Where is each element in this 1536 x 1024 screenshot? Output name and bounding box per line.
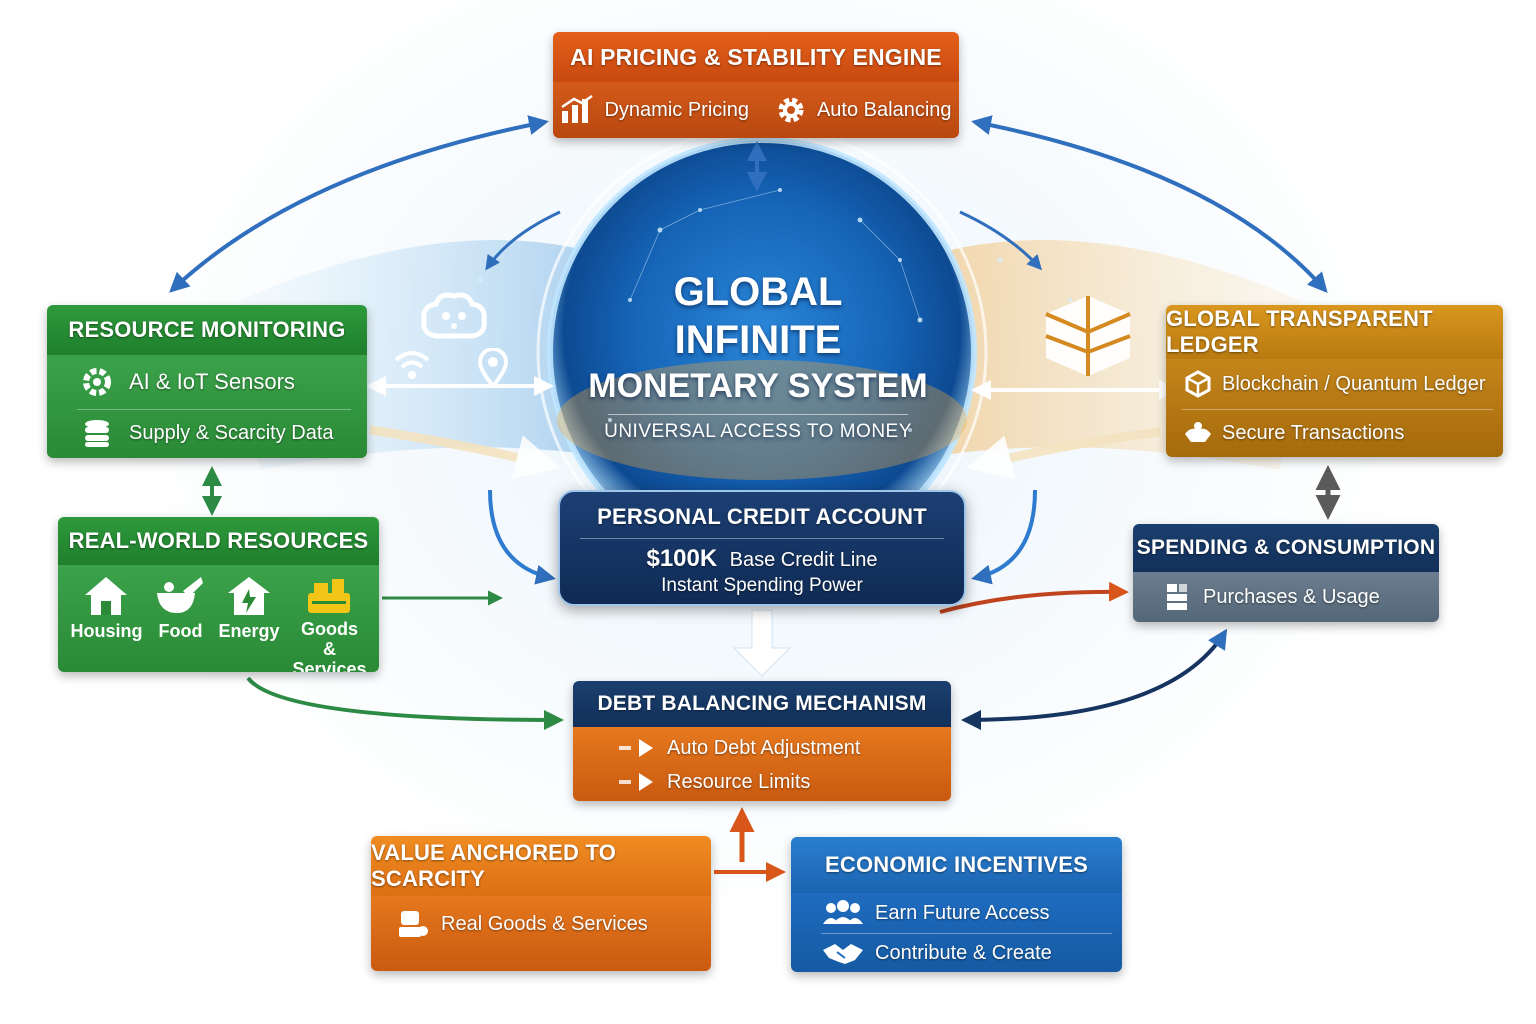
purchases-usage-label: Purchases & Usage	[1203, 585, 1380, 608]
ai-pricing-engine-title: AI Pricing & Stability Engine	[553, 32, 959, 82]
real-goods-item: Real Goods & Services	[397, 902, 711, 946]
dynamic-pricing-label: Dynamic Pricing	[604, 98, 749, 121]
ai-iot-sensors-item: AI & IoT Sensors	[77, 355, 351, 409]
secure-transactions-item: Secure Transactions	[1182, 410, 1493, 456]
goods-services-label: Goods & Services	[292, 619, 367, 672]
food-label: Food	[158, 621, 203, 641]
food-item: Food	[155, 575, 205, 641]
gear-icon	[775, 94, 807, 126]
spending-consumption-box: Spending & Consumption Purchases & Usage	[1133, 524, 1439, 622]
handshake-icon	[821, 940, 865, 966]
real-goods-label: Real Goods & Services	[441, 912, 648, 935]
energy-item: Energy	[218, 575, 279, 641]
contribute-create-item: Contribute & Create	[821, 934, 1122, 972]
energy-house-icon	[224, 575, 274, 617]
ledger-cube-icon	[1040, 292, 1136, 380]
energy-label: Energy	[218, 621, 280, 641]
resource-monitoring-box: Resource Monitoring AI & IoT Sensors Sup…	[47, 305, 367, 458]
people-icon	[821, 900, 865, 926]
house-icon	[81, 575, 131, 617]
shield-hands-icon	[1182, 420, 1214, 446]
value-anchored-box: Value Anchored to Scarcity Real Goods & …	[371, 836, 711, 971]
housing-label: Housing	[70, 621, 143, 641]
contribute-create-label: Contribute & Create	[875, 941, 1052, 964]
brain-icon	[418, 290, 490, 346]
blockchain-ledger-label: Blockchain / Quantum Ledger	[1222, 372, 1486, 395]
bar-chart-icon	[560, 95, 594, 125]
housing-item: Housing	[70, 575, 142, 641]
auto-balancing-item: Auto Balancing	[775, 94, 952, 126]
earn-future-access-item: Earn Future Access	[821, 893, 1122, 933]
spending-consumption-title: Spending & Consumption	[1133, 524, 1439, 572]
globe-title: GLOBAL INFINITE MONETARY SYSTEM UNIVERSA…	[588, 268, 928, 443]
economic-incentives-title: Economic Incentives	[791, 837, 1122, 893]
resource-monitoring-title: Resource Monitoring	[47, 305, 367, 355]
resource-limits-item: Resource Limits	[617, 765, 951, 799]
credit-line-label: Base Credit Line	[729, 549, 878, 571]
ai-iot-sensors-label: AI & IoT Sensors	[129, 369, 295, 394]
real-world-resources-title: Real-World Resources	[58, 517, 379, 565]
credit-line-row: $100K Base Credit Line	[560, 545, 964, 573]
cube-network-icon	[1182, 370, 1214, 398]
auto-balancing-label: Auto Balancing	[816, 98, 952, 121]
value-anchored-title: Value Anchored to Scarcity	[371, 836, 711, 896]
location-pin-icon	[477, 347, 509, 390]
supply-scarcity-label: Supply & Scarcity Data	[129, 421, 334, 444]
globe-title-line-3: MONETARY SYSTEM	[588, 367, 928, 405]
debt-balancing-box: Debt Balancing Mechanism Auto Debt Adjus…	[573, 681, 951, 801]
credit-amount: $100K	[646, 545, 718, 572]
arrow-right-icon	[617, 771, 657, 793]
auto-debt-adjustment-item: Auto Debt Adjustment	[617, 731, 951, 765]
supply-scarcity-item: Supply & Scarcity Data	[77, 410, 351, 456]
food-bowl-icon	[155, 575, 205, 617]
database-icon	[77, 418, 117, 448]
storefront-icon	[1163, 582, 1191, 612]
global-ledger-title: Global Transparent Ledger	[1166, 305, 1503, 359]
purchases-usage-item: Purchases & Usage	[1163, 582, 1380, 612]
globe-title-line-1: GLOBAL	[673, 270, 843, 314]
debt-balancing-title: Debt Balancing Mechanism	[573, 681, 951, 727]
secure-transactions-label: Secure Transactions	[1222, 421, 1405, 444]
blockchain-ledger-item: Blockchain / Quantum Ledger	[1182, 359, 1493, 409]
ai-pricing-engine-box: AI Pricing & Stability Engine Dynamic Pr…	[553, 32, 959, 138]
earn-future-access-label: Earn Future Access	[875, 901, 1050, 924]
resource-limits-label: Resource Limits	[667, 770, 811, 793]
arrow-right-icon	[617, 737, 657, 759]
instant-spending-label: Instant Spending Power	[661, 575, 863, 596]
auto-debt-adjustment-label: Auto Debt Adjustment	[667, 736, 861, 759]
globe-subtitle: UNIVERSAL ACCESS TO MONEY	[604, 421, 912, 442]
personal-credit-account-title: Personal Credit Account	[597, 504, 927, 529]
sensor-gear-icon	[77, 365, 117, 399]
personal-credit-account-box: Personal Credit Account $100K Base Credi…	[558, 490, 966, 606]
ai-pricing-engine-body: Dynamic Pricing Auto Balancing	[553, 82, 959, 138]
economic-incentives-box: Economic Incentives Earn Future Access C…	[791, 837, 1122, 972]
dynamic-pricing-item: Dynamic Pricing	[560, 95, 749, 125]
wifi-icon	[392, 348, 432, 382]
global-ledger-box: Global Transparent Ledger Blockchain / Q…	[1166, 305, 1503, 457]
coins-icon	[397, 909, 429, 939]
basket-icon	[304, 575, 354, 617]
goods-services-item: Goods & Services	[292, 575, 367, 672]
real-world-resources-box: Real-World Resources Housing Food Energy…	[58, 517, 379, 672]
globe-title-line-2: INFINITE	[674, 318, 842, 362]
